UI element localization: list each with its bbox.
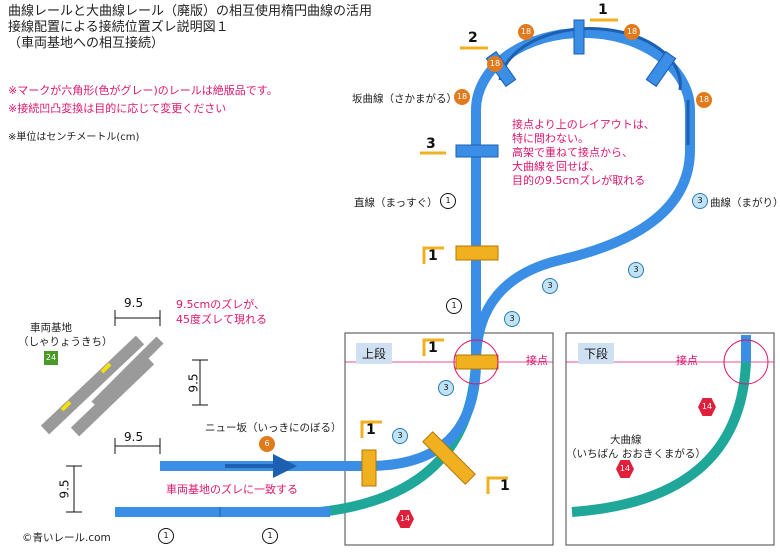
panel-title-upper: 上段 <box>356 343 393 364</box>
badge-curve: 3 <box>542 278 558 294</box>
loop-arrow-a <box>498 27 682 91</box>
label-big-curve-2: （いちばん おおきくまがる） <box>566 448 706 460</box>
badge-curve: 3 <box>438 380 454 396</box>
annotation-offset-2: 45度ズレて現れる <box>176 313 267 326</box>
badge-big-curve: 14 <box>396 510 414 528</box>
pier-marker <box>360 420 382 438</box>
note-connection: ※接続凹凸変換は目的に応じて変更ください <box>8 102 227 115</box>
pier <box>455 144 499 158</box>
pier-orange <box>422 431 476 485</box>
title-line-3: （車両基地への相互接続） <box>8 36 165 51</box>
annotation-depot-match: 車両基地のズレに一致する <box>166 483 298 496</box>
badge-curve: 3 <box>628 262 644 278</box>
badge-straight: 1 <box>158 528 174 544</box>
pier-marker <box>422 246 444 264</box>
pier-marker <box>486 476 508 494</box>
badge-big-curve: 14 <box>698 398 716 416</box>
pier <box>645 50 677 88</box>
badge-slope: 18 <box>454 89 470 105</box>
pier-marker <box>422 338 444 356</box>
badge-big-curve: 14 <box>616 460 634 478</box>
annotation-layout-3: 高架で重ねて接点から、 <box>512 146 633 159</box>
lower-level-panel <box>565 332 775 546</box>
dim-offset-mid: 9.5 <box>124 430 144 444</box>
annotation-layout-4: 大曲線を回せば、 <box>512 160 600 173</box>
pier-height-1e: 1 <box>500 478 510 494</box>
dim-offset-top: 9.5 <box>124 296 144 310</box>
label-depot-2: （しゃりょうきち） <box>18 336 113 348</box>
pier-orange <box>455 354 499 370</box>
label-curve: 曲線（まがり） <box>710 197 780 209</box>
pier-height-1b: 1 <box>428 248 438 264</box>
copyright: ©青いレール.com <box>22 532 111 544</box>
pier-height-1d: 1 <box>366 422 376 438</box>
annotation-layout-5: 目的の9.5cmズレが取れる <box>512 174 646 187</box>
badge-depot: 24 <box>44 351 58 365</box>
badge-straight: 1 <box>262 528 278 544</box>
pier-height-1c: 1 <box>428 340 438 356</box>
curve-rail-lower <box>367 361 481 471</box>
label-depot-1: 車両基地 <box>30 322 72 334</box>
title-line-2: 接線配置による接続位置ズレ説明図１ <box>8 20 229 35</box>
label-straight: 直線（まっすぐ） <box>354 197 438 209</box>
pier-height-1: 1 <box>598 2 608 18</box>
contact-circle-lower <box>723 339 769 385</box>
pier-height-3: 3 <box>426 136 436 152</box>
pier-orange <box>361 449 377 487</box>
dimension-lines <box>66 310 208 513</box>
label-contact-upper: 接点 <box>526 354 548 367</box>
title-line-1: 曲線レールと大曲線レール（廃版）の相互使用楕円曲線の活用 <box>8 4 373 19</box>
badge-slope: 18 <box>518 24 534 40</box>
badge-straight: 1 <box>440 193 456 209</box>
annotation-layout-1: 接点より上のレイアウトは、 <box>512 118 655 131</box>
depot-rails <box>40 335 164 437</box>
note-unit: ※単位はセンチメートル(cm) <box>8 132 140 143</box>
pier-height-2: 2 <box>468 30 478 46</box>
badge-slope: 18 <box>696 92 712 108</box>
dim-offset-bottom: 9.5 <box>57 479 72 499</box>
label-new-slope: ニュー坂（いっきにのぼる） <box>205 422 342 434</box>
annotation-layout-2: 特に問わない。 <box>512 132 589 145</box>
contact-circle-upper <box>453 339 499 385</box>
big-curve-rail-lower <box>571 361 751 517</box>
curve-rail-s <box>471 149 695 363</box>
pier <box>573 19 585 55</box>
badge-new-slope: 6 <box>259 436 275 452</box>
label-contact-lower: 接点 <box>676 354 698 367</box>
panel-title-lower: 下段 <box>578 343 615 364</box>
annotation-offset-1: 9.5cmのズレが、 <box>176 298 266 311</box>
badge-curve: 3 <box>504 311 520 327</box>
label-slope-curve: 坂曲線（さかまがる） <box>352 93 457 105</box>
upper-level-panel <box>344 332 554 546</box>
label-big-curve-1: 大曲線 <box>610 434 642 446</box>
pier-orange <box>455 245 499 261</box>
badge-straight: 1 <box>446 298 462 314</box>
badge-curve: 3 <box>692 193 708 209</box>
badge-slope: 18 <box>624 24 640 40</box>
badge-curve: 3 <box>392 428 408 444</box>
note-hexagon: ※マークが六角形(色がグレー)のレールは絶版品です。 <box>8 84 278 97</box>
badge-slope: 18 <box>487 56 503 72</box>
dim-offset-vertical: 9.5 <box>186 373 201 393</box>
